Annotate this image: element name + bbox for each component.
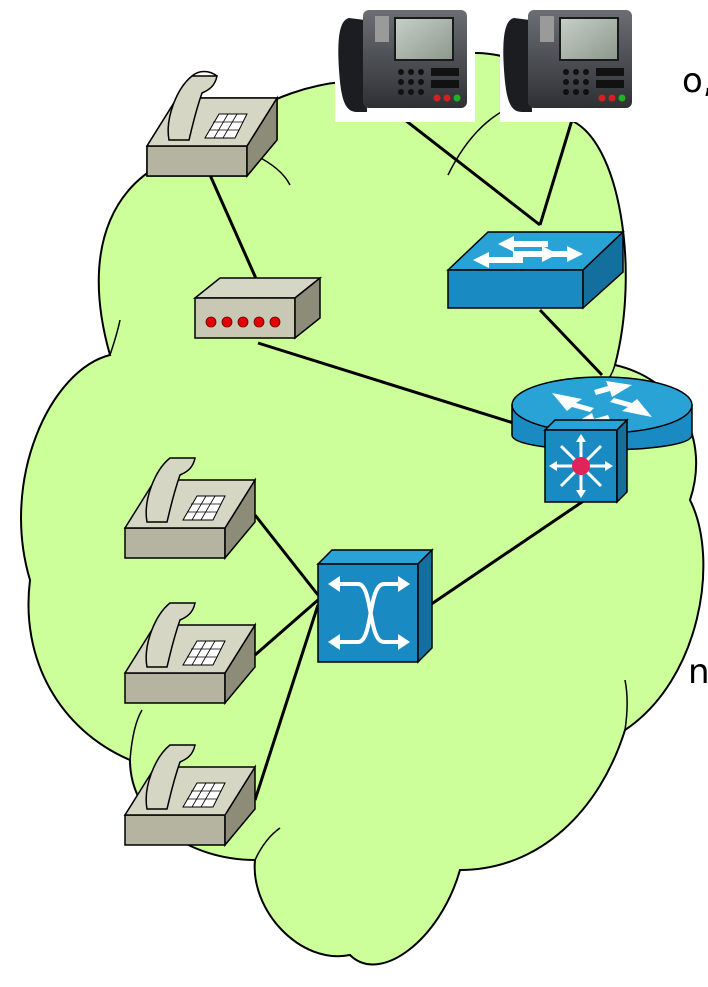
- ip-phone-icon: [335, 0, 475, 122]
- cloud-seam: [254, 827, 281, 861]
- cloud-seam: [624, 679, 628, 731]
- edge-text-left: n: [688, 652, 708, 692]
- telephone-icon: [145, 70, 279, 179]
- link-phone-modem: [208, 174, 260, 284]
- telephone-icon: [123, 744, 257, 848]
- telephone-icon: [123, 602, 257, 706]
- link-switch-router: [538, 308, 604, 377]
- cloud-seam: [129, 709, 143, 761]
- link-phone2-atm: [254, 598, 319, 657]
- link-phone3-atm: [253, 604, 320, 801]
- link-phone1-atm: [253, 514, 320, 596]
- atm-switch-icon: [316, 548, 434, 664]
- multilayer-switch-icon: [543, 418, 629, 504]
- link-modem-router: [257, 341, 521, 427]
- link-ip-phone-2-switch: [538, 119, 574, 226]
- modem-icon: [192, 276, 323, 340]
- link-mls-atm: [429, 498, 586, 607]
- ip-phone-icon: [500, 0, 640, 122]
- edge-text-top: o,: [682, 61, 708, 101]
- switch-icon: [446, 230, 625, 310]
- link-ip-phone-1-switch: [404, 118, 541, 227]
- network-cloud: [20, 52, 705, 966]
- links: [208, 118, 604, 801]
- cloud-seam: [109, 319, 121, 356]
- telephone-icon: [123, 457, 257, 561]
